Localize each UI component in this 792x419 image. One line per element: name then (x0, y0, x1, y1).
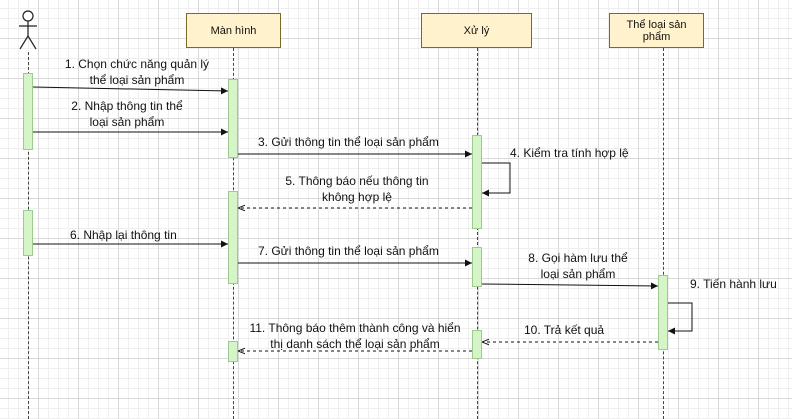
message-2-label: 2. Nhập thông tin thể loại sản phẩm (71, 99, 183, 129)
activation-screen-2 (228, 191, 238, 284)
activation-processing-1 (472, 135, 482, 229)
participant-category-label: Thể loại sản phẩm (626, 18, 687, 43)
message-6-label: 6. Nhập lại thông tin (70, 228, 177, 242)
message-9-label: 9. Tiến hành lưu (690, 277, 777, 291)
arrow-9 (668, 302, 693, 335)
participant-screen: Màn hình (186, 13, 281, 48)
message-10-label: 10. Trả kết quả (524, 323, 605, 337)
participant-processing: Xử lý (421, 13, 532, 48)
message-11-label: 11. Thông báo thêm thành công và hiển th… (249, 321, 461, 351)
lifeline-processing (477, 48, 478, 419)
activation-actor-1 (23, 73, 33, 150)
message-8-label: 8. Gọi hàm lưu thể loại sản phẩm (528, 251, 628, 281)
message-1-label: 1. Chọn chức năng quản lý thể loại sản p… (64, 57, 210, 87)
message-7-label: 7. Gửi thông tin thể loại sản phẩm (258, 244, 439, 258)
message-4-label: 4. Kiểm tra tính hợp lệ (510, 146, 629, 160)
participant-screen-label: Màn hình (210, 24, 257, 37)
lifeline-category (663, 48, 664, 419)
activation-actor-2 (23, 210, 33, 256)
participant-category: Thể loại sản phẩm (609, 13, 704, 48)
message-5-label: 5. Thông báo nếu thông tin không hợp lệ (285, 174, 429, 204)
activation-screen-3 (228, 341, 238, 362)
arrow-8 (481, 282, 659, 290)
participant-processing-label: Xử lý (463, 24, 490, 37)
activation-processing-3 (472, 330, 482, 359)
arrow-4 (482, 162, 511, 197)
message-3-label: 3. Gửi thông tin thể loại sản phẩm (258, 135, 439, 149)
activation-category-1 (658, 275, 668, 350)
activation-processing-2 (472, 247, 482, 287)
activation-screen-1 (228, 79, 238, 158)
